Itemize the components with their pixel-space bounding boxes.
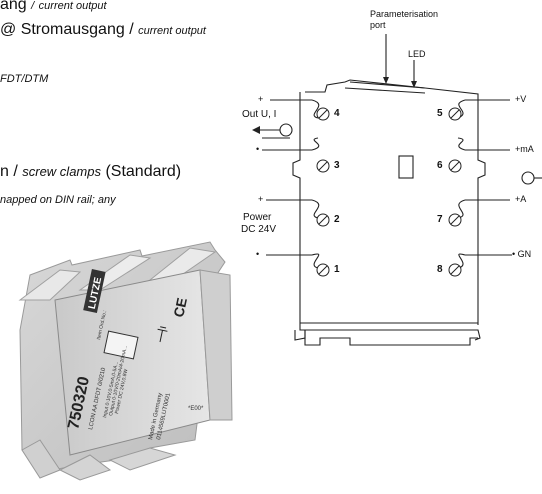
text-line-1-de: ang [0,0,27,13]
text-line-2-de: @ Stromausgang [0,21,125,38]
dot-left-mid: • [256,144,260,154]
led-arrow-head [411,81,417,88]
terminal-4: 4 [334,108,340,119]
param-port-ridge [344,81,426,94]
text-line-4-en: screw clamps [22,164,101,179]
right-plus-ma: +mA [515,144,534,154]
right-gnd: • GN [512,249,532,259]
power-label-1: Power [243,212,272,223]
device-right-strip [199,269,233,421]
text-line-4-std: (Standard) [105,163,182,180]
terminal-6: 6 [437,160,443,171]
device-bottom-fin-3 [108,447,177,471]
device-label-schematic [103,330,139,360]
terminal-2: 2 [334,214,340,225]
text-line-1: ang / current output [0,0,107,13]
param-port-label-1: Parameterisation [370,9,439,19]
device-rev: *E00* [188,406,204,412]
text-line-5: napped on DIN rail; any [0,194,116,206]
terminal-8: 8 [437,264,443,275]
terminal-7: 7 [437,214,443,225]
out-label: Out U, I [242,109,277,120]
terminal-5: 5 [437,108,443,119]
text-line-1-sep: / [31,0,35,12]
text-line-4-de: n / [0,163,18,180]
right-plus-a: +A [515,194,527,204]
text-line-2-en: current output [138,25,206,37]
device-bottom-fin-2 [58,454,112,481]
module-outline [292,79,486,341]
text-line-1-en: current output [38,0,107,12]
left-wire-1 [311,253,320,269]
led-label: LED [408,49,426,59]
plus-left-top: + [258,94,264,104]
module-window [398,155,414,179]
param-port-label-2: port [370,20,386,30]
device-ground-symbol [157,326,168,343]
module-rail [304,330,478,346]
text-line-2-sep: / [129,21,134,38]
right-wire-6 [457,137,466,151]
out-source-circle [279,123,293,137]
left-wire-3 [311,137,320,151]
device-ridge-1 [18,269,82,301]
power-label-2: DC 24V [241,224,277,235]
text-line-3: FDT/DTM [0,73,49,85]
terminal-1: 1 [334,264,340,275]
out-arrow-head [252,126,260,134]
left-wire-2 [311,199,320,219]
terminal-3: 3 [334,160,340,171]
text-line-2: @ Stromausgang / current output [0,22,206,38]
param-port-arrow-head [383,77,389,84]
right-plus-v: +V [515,94,527,104]
left-wire-4 [311,99,320,119]
input-source-circle [521,171,535,185]
text-line-4: n / screw clamps (Standard) [0,164,181,180]
dot-left-bottom: • [256,249,260,259]
terminal-screws [316,107,462,277]
device-ce-mark: CE [170,296,190,318]
plus-left-power: + [258,194,264,204]
